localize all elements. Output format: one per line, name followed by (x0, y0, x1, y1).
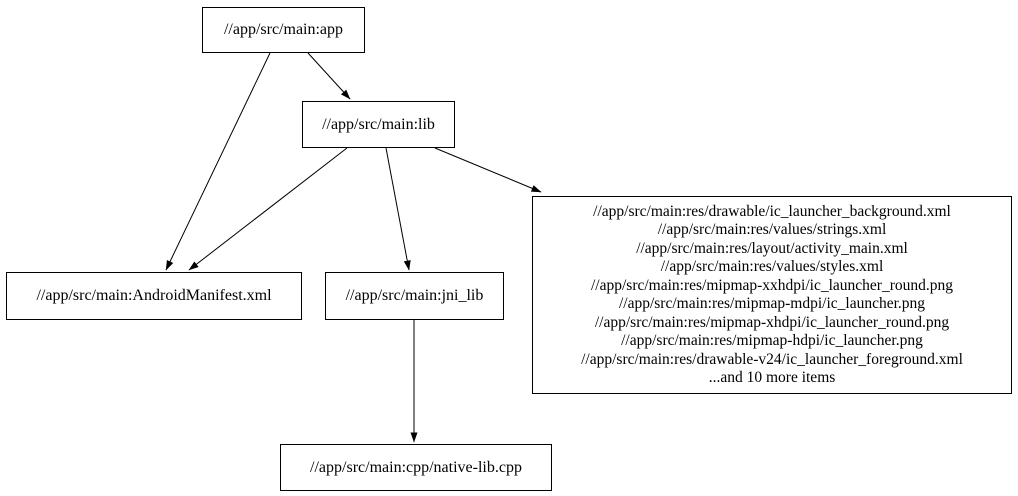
node-android-manifest-label: //app/src/main:AndroidManifest.xml (36, 287, 272, 305)
edge-lib-to-android-manifest (188, 147, 348, 271)
node-native-lib: //app/src/main:cpp/native-lib.cpp (280, 444, 552, 491)
node-lib: //app/src/main:lib (302, 101, 455, 148)
resource-item: //app/src/main:res/drawable/ic_launcher_… (593, 202, 951, 220)
node-android-manifest: //app/src/main:AndroidManifest.xml (6, 272, 302, 320)
resource-item-more: ...and 10 more items (708, 369, 836, 386)
node-resources-group: //app/src/main:res/drawable/ic_launcher_… (532, 196, 1012, 394)
resource-item: //app/src/main:res/mipmap-mdpi/ic_launch… (618, 295, 926, 312)
node-native-lib-label: //app/src/main:cpp/native-lib.cpp (310, 458, 522, 476)
node-app: //app/src/main:app (202, 7, 365, 53)
resource-item: //app/src/main:res/drawable-v24/ic_launc… (581, 350, 963, 368)
resource-item: //app/src/main:res/mipmap-hdpi/ic_launch… (621, 332, 923, 349)
node-lib-label: //app/src/main:lib (322, 115, 435, 133)
edge-app-to-android-manifest (165, 52, 271, 271)
edge-app-to-lib (307, 52, 351, 100)
edge-lib-to-resources (434, 147, 542, 193)
resource-item: //app/src/main:res/values/styles.xml (660, 258, 884, 275)
resource-item: //app/src/main:res/values/strings.xml (657, 221, 887, 238)
resource-item: //app/src/main:res/mipmap-xhdpi/ic_launc… (594, 313, 950, 331)
node-jni-lib: //app/src/main:jni_lib (325, 272, 504, 320)
edge-lib-to-jni-lib (385, 147, 411, 271)
resource-item: //app/src/main:res/mipmap-xxhdpi/ic_laun… (590, 276, 953, 294)
node-app-label: //app/src/main:app (223, 21, 344, 39)
resource-item: //app/src/main:res/layout/activity_main.… (636, 239, 908, 257)
node-jni-lib-label: //app/src/main:jni_lib (345, 287, 484, 305)
